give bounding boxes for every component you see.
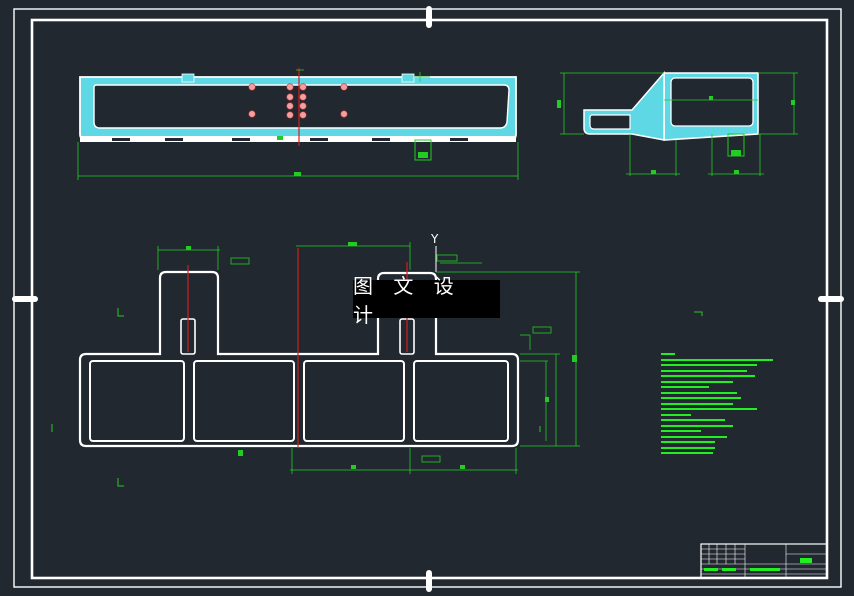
front-dimension-text [294,172,301,176]
centering-marks [12,6,844,592]
title-block-mark [800,558,812,563]
side-arm-hatch [584,73,664,140]
plan-small-marks [51,308,703,487]
plan-compartments [89,360,509,442]
side-section-view [557,70,798,176]
side-arm-inner-outline [589,114,631,130]
technical-notes [661,353,773,454]
front-top-tab-left [181,73,195,83]
centering-mark-top [426,6,432,28]
front-bolt-holes [248,83,348,119]
side-box-cavity [671,78,753,126]
plan-dimension-text [186,242,577,469]
watermark-label: 图 文 设 计 [353,274,500,327]
side-arm-cavity [590,115,630,129]
side-dim-text-right [791,100,795,105]
plan-view: Y [51,232,703,487]
centering-mark-right [818,296,844,302]
side-dim-text-mid [709,96,713,100]
front-bottom-lug-inner [418,152,428,158]
y-axis-label: Y [430,232,439,246]
plan-compartment-4 [413,360,509,442]
front-top-tab-right [401,73,415,83]
plan-dimension-tags [230,254,552,463]
plan-outer-outline [78,270,520,448]
plan-compartment-2 [193,360,295,442]
plan-compartment-1 [89,360,185,442]
side-arm-outline [583,70,665,141]
front-section-view [77,68,519,180]
centering-mark-bottom [426,570,432,592]
front-base-strip [80,136,516,142]
side-dim-text-bottom-left [651,170,656,174]
title-block [700,543,828,579]
centering-mark-left [12,296,38,302]
side-box-inner-outline [670,77,754,127]
front-bottom-lug [414,139,432,161]
plan-compartment-3 [303,360,405,442]
side-bottom-lug-inner [731,150,741,156]
front-section-inner-outline [93,84,510,129]
title-block-text [704,568,780,571]
front-tag-mark [277,136,283,140]
side-dim-text-bottom-right [734,170,739,174]
side-dim-text-left [557,100,561,108]
front-base-gaps [112,138,468,141]
